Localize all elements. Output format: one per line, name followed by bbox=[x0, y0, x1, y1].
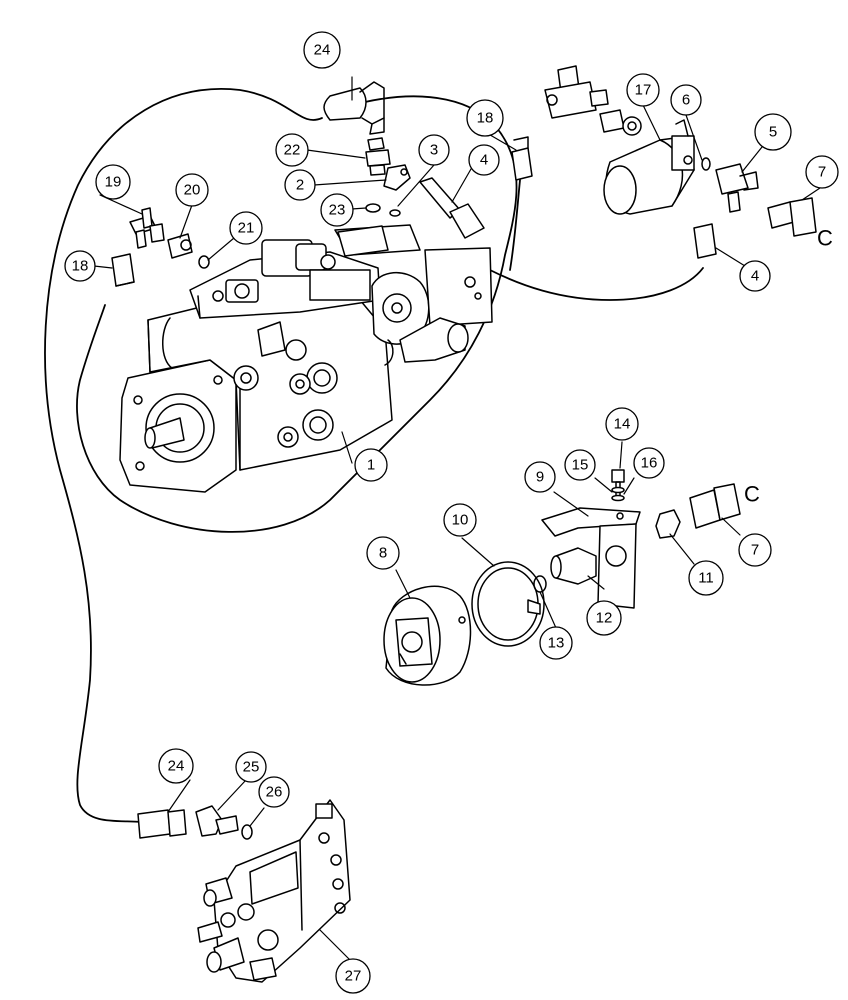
callout-label: 14 bbox=[614, 416, 631, 433]
callout-25: 25 bbox=[235, 751, 267, 783]
callout-label: 7 bbox=[818, 164, 826, 181]
control-valve-assembly bbox=[137, 799, 351, 983]
callout-15: 15 bbox=[564, 449, 596, 481]
callout-label: 23 bbox=[329, 202, 346, 219]
callout-5: 5 bbox=[754, 113, 792, 151]
callout-label: 26 bbox=[266, 784, 283, 801]
left-fittings bbox=[111, 207, 210, 287]
callout-4-right: 4 bbox=[739, 260, 771, 292]
callout-26: 26 bbox=[258, 776, 290, 808]
callout-label: 24 bbox=[314, 42, 331, 59]
callout-12: 12 bbox=[586, 600, 622, 636]
hose-lines bbox=[44, 88, 704, 823]
callout-label: 18 bbox=[477, 110, 494, 127]
callout-label: 25 bbox=[243, 759, 260, 776]
callout-label: 17 bbox=[635, 82, 652, 99]
connection-mark: C bbox=[817, 226, 833, 251]
callout-label: 27 bbox=[345, 968, 362, 985]
callout-label: 2 bbox=[296, 177, 304, 194]
callouts: 24 22 2 3 4 23 19 20 21 18 18 17 6 5 7 4… bbox=[64, 31, 839, 994]
callout-21: 21 bbox=[229, 211, 263, 245]
connection-mark: C bbox=[744, 482, 760, 507]
top-fittings bbox=[337, 137, 485, 257]
hose-18-upper bbox=[509, 179, 521, 271]
callout-label: 13 bbox=[548, 635, 565, 652]
callout-16: 16 bbox=[633, 447, 665, 479]
callout-4-top: 4 bbox=[468, 144, 500, 176]
callout-19: 19 bbox=[95, 164, 131, 200]
hose-end-24-top bbox=[323, 81, 385, 135]
callout-13: 13 bbox=[539, 626, 573, 660]
callout-label: 6 bbox=[682, 92, 690, 109]
callout-2: 2 bbox=[284, 169, 316, 201]
callout-11: 11 bbox=[688, 560, 724, 596]
callout-label: 15 bbox=[572, 457, 589, 474]
callout-20: 20 bbox=[175, 173, 209, 207]
callout-8: 8 bbox=[366, 536, 400, 570]
callout-9: 9 bbox=[524, 461, 556, 493]
callout-label: 9 bbox=[536, 469, 544, 486]
callout-label: 12 bbox=[596, 610, 613, 627]
callout-label: 10 bbox=[452, 512, 469, 529]
bracket-assembly bbox=[533, 469, 741, 609]
callout-label: 22 bbox=[284, 142, 301, 159]
hose-right bbox=[489, 267, 704, 301]
callout-14: 14 bbox=[605, 407, 639, 441]
hydraulic-pump bbox=[119, 224, 493, 493]
callout-17: 17 bbox=[626, 73, 660, 107]
callout-label: 4 bbox=[751, 268, 759, 285]
callout-label: 5 bbox=[769, 124, 777, 141]
hose-loop bbox=[76, 95, 518, 533]
filter-and-clamp bbox=[383, 561, 545, 686]
callout-7-top: 7 bbox=[805, 155, 839, 189]
callout-label: 20 bbox=[184, 182, 201, 199]
callout-18-top: 18 bbox=[466, 99, 504, 137]
callout-7-lower: 7 bbox=[738, 533, 772, 567]
callout-label: 1 bbox=[367, 457, 375, 474]
callout-3: 3 bbox=[418, 134, 450, 166]
callout-label: 18 bbox=[72, 258, 89, 275]
filter-assembly bbox=[511, 65, 817, 259]
callout-18-left: 18 bbox=[64, 250, 96, 282]
callout-27: 27 bbox=[335, 958, 371, 994]
callout-label: 7 bbox=[751, 542, 759, 559]
callout-label: 24 bbox=[168, 758, 185, 775]
callout-label: 4 bbox=[480, 152, 488, 169]
hose-main bbox=[44, 88, 323, 823]
callout-10: 10 bbox=[443, 503, 477, 537]
callout-label: 21 bbox=[238, 220, 255, 237]
callout-23: 23 bbox=[320, 193, 354, 227]
callout-24-top: 24 bbox=[303, 31, 341, 69]
callout-label: 11 bbox=[698, 570, 714, 587]
callout-22: 22 bbox=[275, 133, 309, 167]
callout-1: 1 bbox=[354, 448, 388, 482]
callout-label: 16 bbox=[641, 455, 658, 472]
leader-lines bbox=[93, 76, 821, 961]
callout-6: 6 bbox=[670, 84, 702, 116]
callout-label: 19 bbox=[105, 174, 122, 191]
callout-label: 8 bbox=[379, 545, 387, 562]
callout-24-bottom: 24 bbox=[158, 748, 194, 784]
callout-label: 3 bbox=[430, 142, 438, 159]
